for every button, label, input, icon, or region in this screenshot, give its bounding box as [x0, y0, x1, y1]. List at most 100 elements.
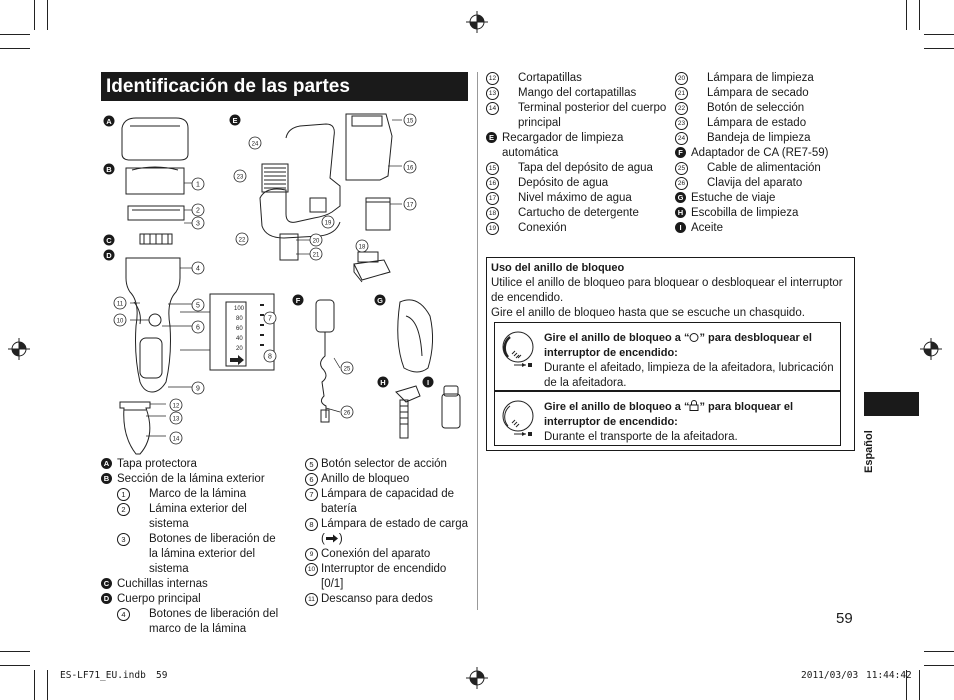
badge-a: A [106, 117, 112, 126]
crop-mark [906, 670, 907, 700]
callout-16: 16 [407, 166, 414, 172]
callout-14: 14 [173, 437, 180, 443]
footer-page: 59 [156, 670, 168, 681]
crop-mark [924, 665, 954, 666]
lamp-scale-label: 100 [234, 306, 245, 312]
lock-ring-instruction: Utilice el anillo de bloqueo para bloque… [491, 277, 843, 304]
parts-illustration: 100 80 60 40 20 A B C D E F G H I 1 2 3 … [103, 113, 461, 455]
callout-20: 20 [313, 239, 320, 245]
callout-6: 6 [196, 325, 200, 332]
registration-mark-icon [920, 338, 942, 360]
padlock-icon [689, 400, 699, 411]
badge-e: E [232, 116, 237, 125]
lamp-scale-label: 80 [236, 316, 243, 322]
badge-i: I [427, 378, 429, 387]
callout-10: 10 [117, 319, 124, 325]
crop-mark [924, 34, 954, 35]
callout-23: 23 [237, 175, 244, 181]
callout-25: 25 [344, 367, 351, 373]
registration-mark-icon [466, 11, 488, 33]
callout-4: 4 [196, 266, 200, 273]
lock-usage: Durante el transporte de la afeitadora. [544, 431, 738, 443]
callout-12: 12 [173, 404, 180, 410]
footer-file: ES-LF71_EU.indb [60, 670, 146, 681]
callout-18: 18 [359, 245, 366, 251]
crop-mark [906, 0, 907, 30]
badge-b: B [106, 165, 112, 174]
crop-mark [47, 670, 48, 700]
unlock-instruction-box: Gire el anillo de bloqueo a “” para desb… [494, 322, 841, 391]
lamp-scale-label: 20 [236, 346, 243, 352]
crop-mark [0, 651, 30, 652]
column-divider [477, 72, 478, 610]
footer-time: 11:44:42 [866, 670, 912, 681]
lock-ring-instruction: Gire el anillo de bloqueo hasta que se e… [491, 307, 805, 319]
crop-mark [919, 0, 920, 30]
lock-instruction: Gire el anillo de bloqueo a “” para bloq… [544, 400, 794, 428]
callout-9: 9 [196, 386, 200, 393]
callout-21: 21 [313, 253, 320, 259]
crop-mark [34, 670, 35, 700]
lock-ring-heading: Uso del anillo de bloqueo [491, 262, 625, 274]
crop-mark [0, 34, 30, 35]
crop-mark [34, 0, 35, 30]
callout-2: 2 [196, 208, 200, 215]
registration-mark-icon [8, 338, 30, 360]
callout-24: 24 [252, 142, 259, 148]
lock-ring-icon [502, 400, 534, 436]
crop-mark [919, 670, 920, 700]
callout-11: 11 [117, 302, 124, 308]
crop-mark [924, 651, 954, 652]
callout-5: 5 [196, 303, 200, 310]
unlock-ring-icon [502, 331, 534, 367]
lamp-scale-label: 40 [236, 336, 243, 342]
charge-plug-icon [325, 534, 338, 543]
callout-26: 26 [344, 411, 351, 417]
callout-22: 22 [239, 238, 246, 244]
footer-date: 2011/03/03 [801, 670, 859, 681]
lock-ring-info-box: Uso del anillo de bloqueo Utilice el ani… [486, 257, 855, 451]
unlock-instruction: Gire el anillo de bloqueo a “” para desb… [544, 332, 812, 359]
badge-d: D [106, 251, 112, 260]
badge-g: G [377, 296, 383, 305]
crop-mark [924, 48, 954, 49]
callout-1: 1 [196, 182, 200, 189]
page-number: 59 [836, 610, 853, 627]
